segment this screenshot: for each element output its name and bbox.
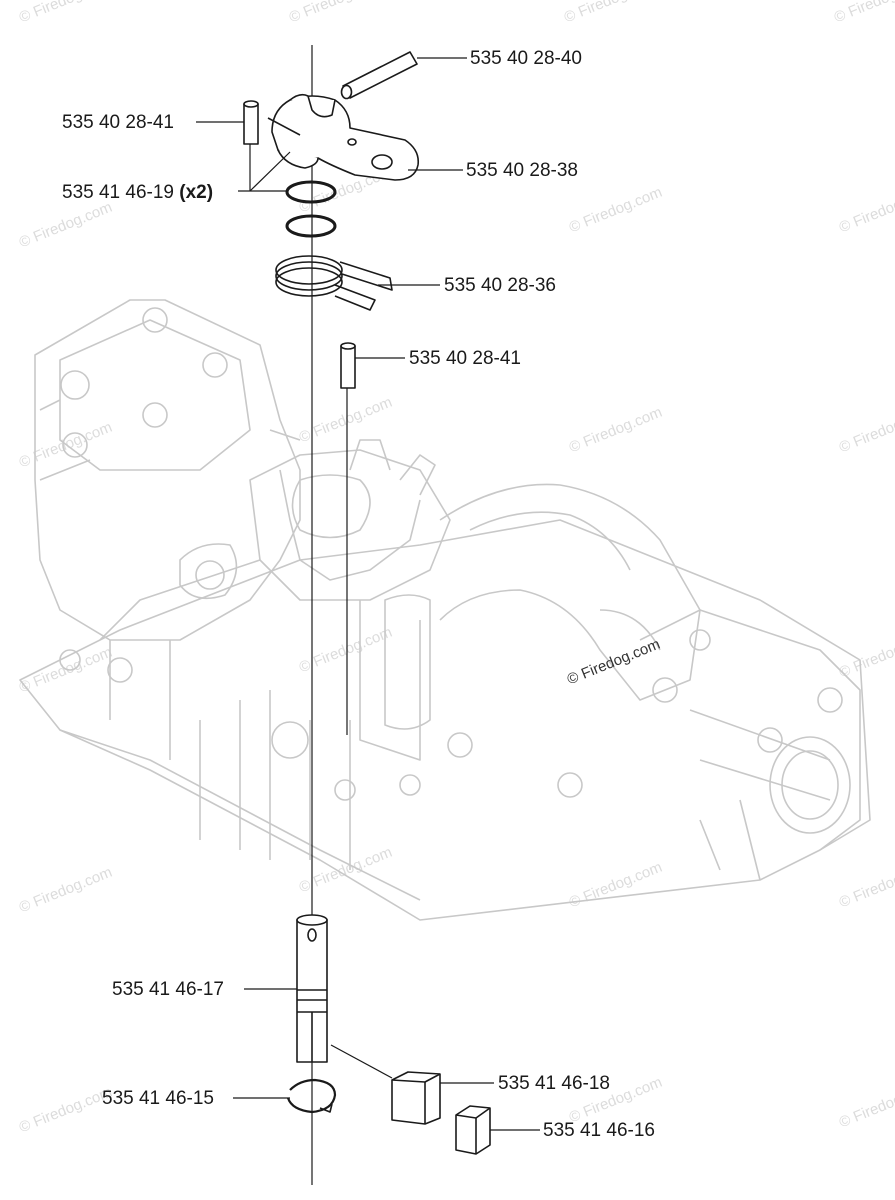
part-label: 535 40 28-41 (62, 112, 174, 133)
circlip (286, 1078, 337, 1114)
part-label: 535 40 28-41 (409, 348, 521, 369)
part-number: 535 41 46-19 (62, 182, 174, 203)
shaft (296, 914, 328, 1063)
part-label: 535 41 46-18 (498, 1073, 610, 1094)
roll-pin-middle (340, 342, 356, 389)
part-quantity: (x2) (179, 182, 214, 203)
shift-block (391, 1071, 441, 1125)
transaxle-housing-ghost (19, 299, 871, 921)
slider-block (455, 1105, 491, 1155)
selector-arm (267, 93, 420, 181)
part-label: 535 40 28-38 (466, 160, 578, 181)
part-label: 535 40 28-36 (444, 275, 556, 296)
part-label: 535 40 28-40 (470, 48, 582, 69)
part-label: 535 41 46-17 (112, 979, 224, 1000)
roll-pin-left (243, 100, 259, 145)
torsion-spring (275, 255, 393, 311)
part-label: 535 41 46-15 (102, 1088, 214, 1109)
part-label: 535 41 46-16 (543, 1120, 655, 1141)
parts (196, 45, 540, 1185)
part-label: 535 41 46-19 (x2) (62, 183, 213, 202)
leader-lines (196, 57, 540, 1131)
roll-pin-top (340, 51, 418, 100)
